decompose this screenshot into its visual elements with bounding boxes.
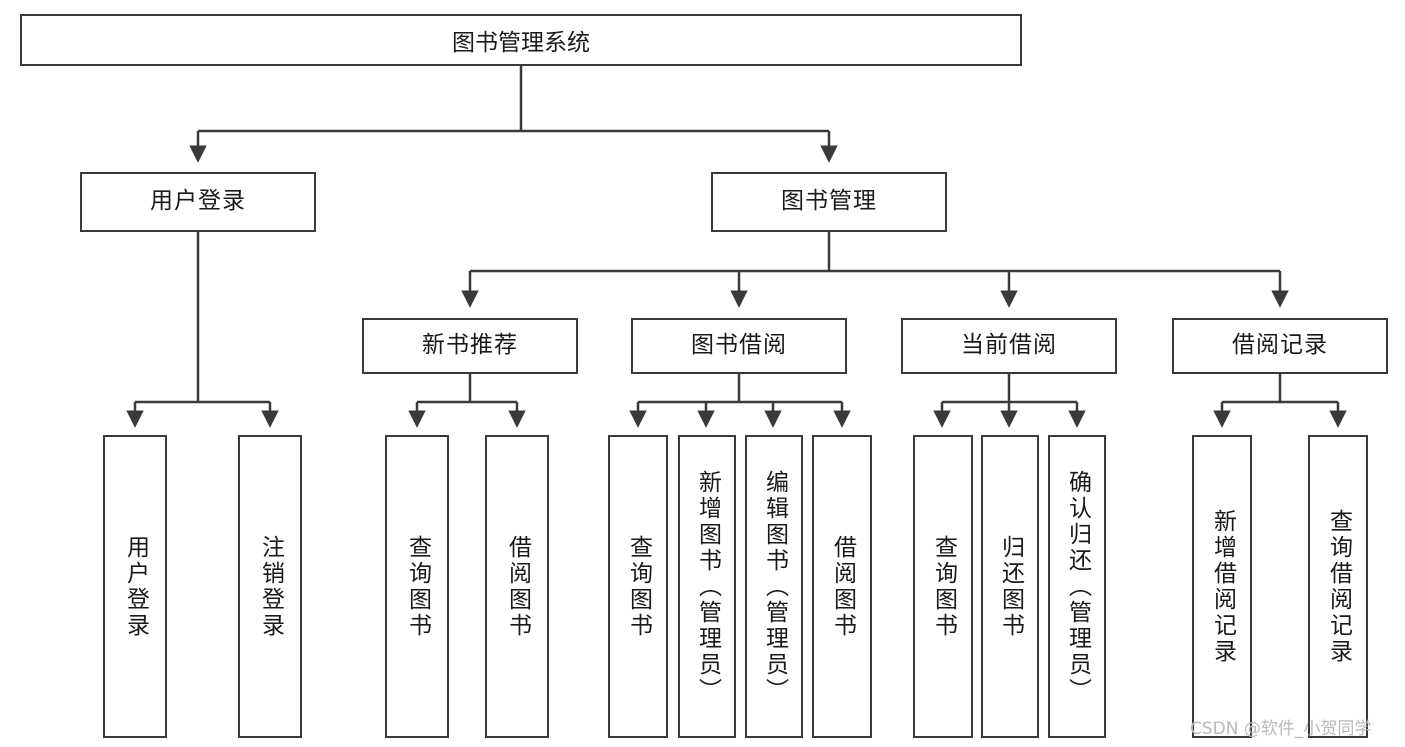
node-label: 编辑图书（管理员） [761, 469, 788, 704]
node-label: 注销登录 [257, 534, 284, 639]
leaf-inner: 新增借阅记录 [1194, 437, 1250, 736]
node-label: 确认归还（管理员） [1064, 469, 1091, 704]
node-label: 图书借阅 [691, 332, 787, 359]
leaf-borrow-book-recommend[interactable]: 借阅图书 [485, 435, 549, 738]
node-label: 借阅记录 [1232, 332, 1328, 359]
node-label: 借阅图书 [829, 534, 856, 639]
leaf-query-book-recommend[interactable]: 查询图书 [385, 435, 449, 738]
node-label: 图书管理系统 [452, 30, 590, 56]
leaf-borrow-book[interactable]: 借阅图书 [812, 435, 872, 738]
leaf-return-book[interactable]: 归还图书 [981, 435, 1039, 738]
leaf-inner: 查询图书 [610, 437, 666, 736]
leaf-inner: 注销登录 [240, 437, 300, 736]
leaf-add-borrow-record[interactable]: 新增借阅记录 [1192, 435, 1252, 738]
leaf-inner: 编辑图书（管理员） [747, 437, 801, 736]
leaf-add-book-admin[interactable]: 新增图书（管理员） [678, 435, 736, 738]
node-label: 查询借阅记录 [1325, 508, 1352, 665]
node-new-book-recommend[interactable]: 新书推荐 [362, 318, 578, 374]
node-label: 新增借阅记录 [1209, 508, 1236, 665]
leaf-query-borrow-record[interactable]: 查询借阅记录 [1308, 435, 1368, 738]
leaf-inner: 查询图书 [915, 437, 971, 736]
node-label: 用户登录 [150, 188, 246, 215]
leaf-user-login[interactable]: 用户登录 [103, 435, 167, 738]
node-current-borrow[interactable]: 当前借阅 [901, 318, 1117, 374]
node-user-login[interactable]: 用户登录 [80, 172, 316, 232]
node-book-borrow[interactable]: 图书借阅 [631, 318, 847, 374]
leaf-inner: 确认归还（管理员） [1050, 437, 1104, 736]
node-label: 查询图书 [930, 534, 957, 639]
leaf-query-book-current[interactable]: 查询图书 [913, 435, 973, 738]
csdn-watermark: CSDN @软件_小贺同学 [1190, 719, 1372, 739]
node-label: 新书推荐 [422, 332, 518, 359]
leaf-inner: 归还图书 [983, 437, 1037, 736]
node-root-book-management-system[interactable]: 图书管理系统 [20, 14, 1022, 66]
leaf-query-book-borrow[interactable]: 查询图书 [608, 435, 668, 738]
node-label: 新增图书（管理员） [694, 469, 721, 704]
leaf-edit-book-admin[interactable]: 编辑图书（管理员） [745, 435, 803, 738]
node-label: 当前借阅 [961, 332, 1057, 359]
node-label: 用户登录 [122, 534, 149, 639]
node-borrow-records[interactable]: 借阅记录 [1172, 318, 1388, 374]
node-label: 查询图书 [625, 534, 652, 639]
leaf-inner: 用户登录 [105, 437, 165, 736]
node-label: 借阅图书 [504, 534, 531, 639]
node-label: 图书管理 [781, 188, 877, 215]
leaf-inner: 借阅图书 [487, 437, 547, 736]
node-label: 归还图书 [997, 534, 1024, 639]
leaf-inner: 查询借阅记录 [1310, 437, 1366, 736]
leaf-inner: 新增图书（管理员） [680, 437, 734, 736]
leaf-logout[interactable]: 注销登录 [238, 435, 302, 738]
leaf-confirm-return-admin[interactable]: 确认归还（管理员） [1048, 435, 1106, 738]
leaf-inner: 查询图书 [387, 437, 447, 736]
node-book-management[interactable]: 图书管理 [711, 172, 947, 232]
leaf-inner: 借阅图书 [814, 437, 870, 736]
node-label: 查询图书 [404, 534, 431, 639]
